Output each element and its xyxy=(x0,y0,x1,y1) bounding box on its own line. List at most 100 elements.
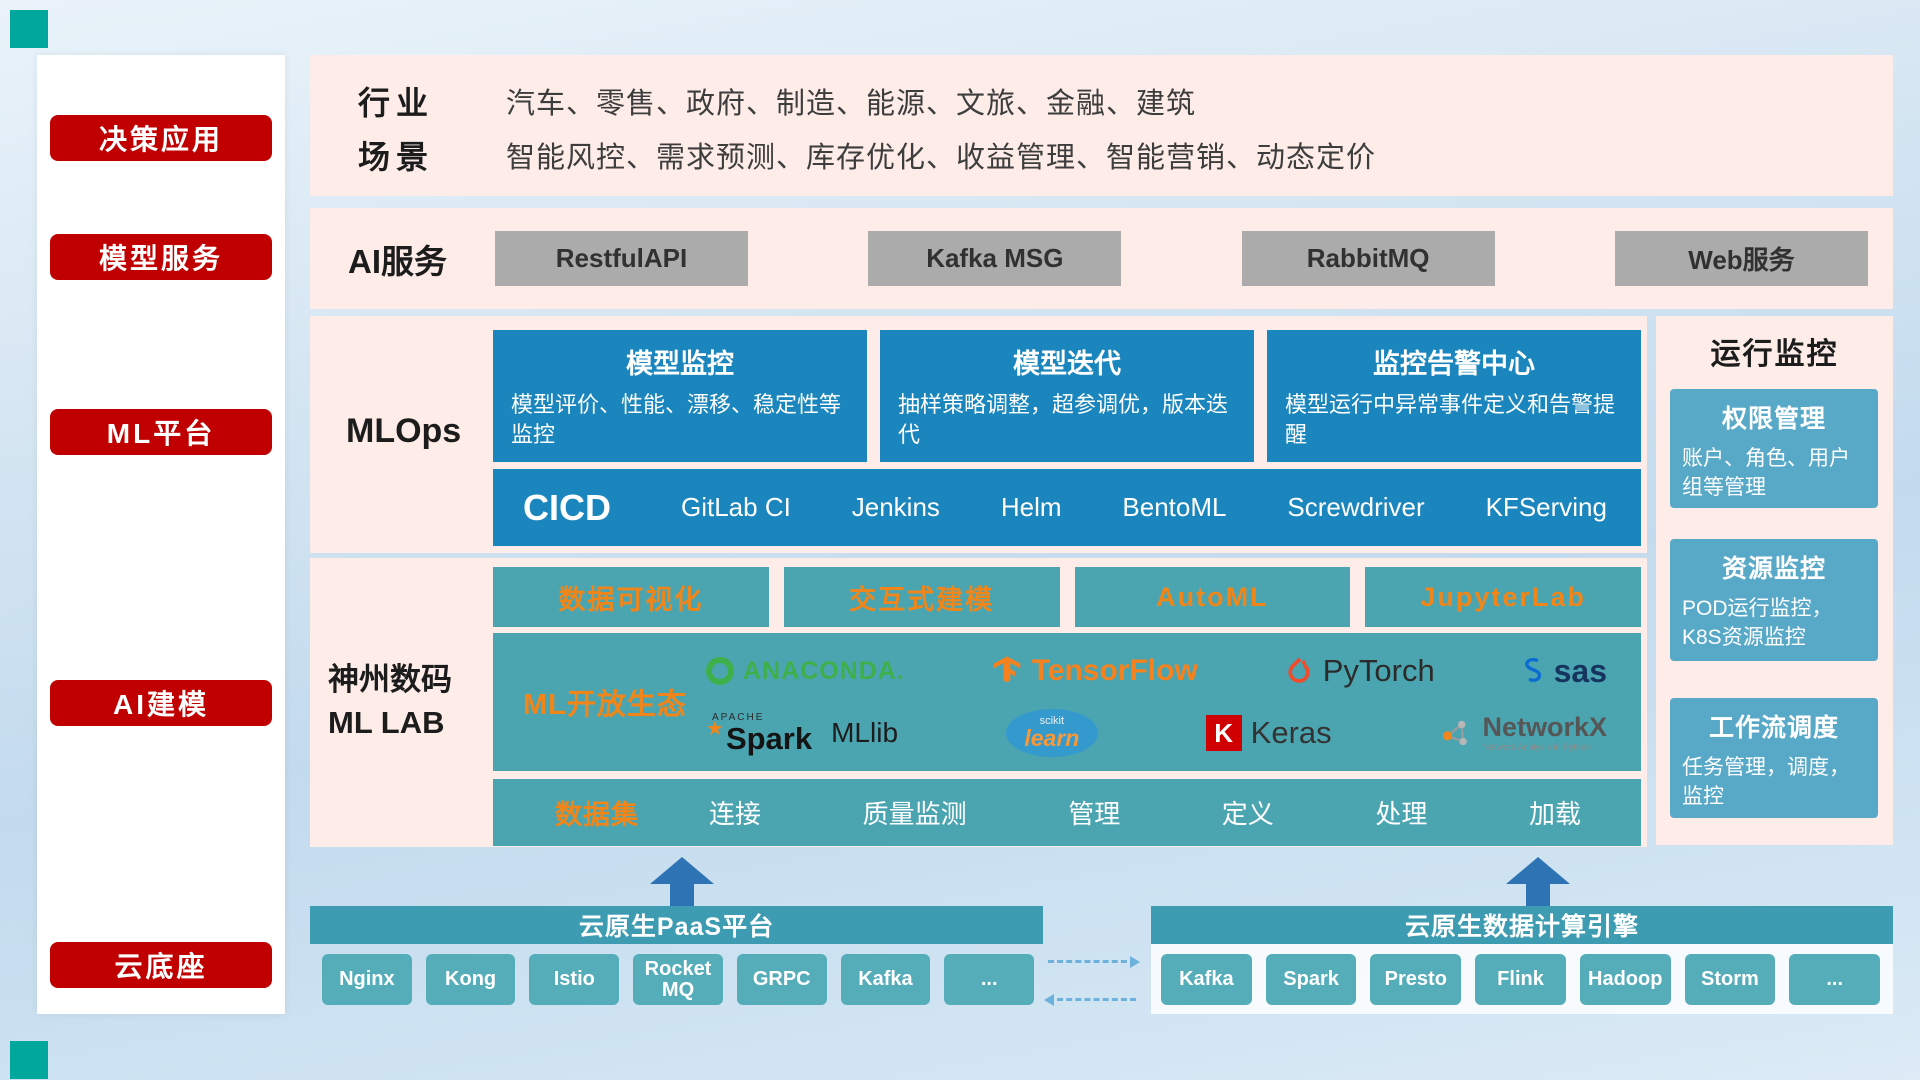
dataset-bar: 数据集 连接 质量监测 管理 定义 处理 加载 xyxy=(493,779,1641,846)
ai-service-kafka-msg: Kafka MSG xyxy=(868,231,1122,286)
engine-chip-spark: Spark xyxy=(1265,954,1357,1005)
card-desc: 任务管理，调度，监控 xyxy=(1682,756,1850,809)
dataset-item-manage: 管理 xyxy=(1068,799,1121,829)
dataset-item-quality: 质量监测 xyxy=(862,799,967,829)
mllab-label: 神州数码 ML LAB xyxy=(328,658,452,745)
dashed-arrow-right xyxy=(1048,956,1140,968)
keras-icon: K xyxy=(1205,715,1242,751)
card-title: 模型迭代 xyxy=(1013,349,1121,379)
learn-label: learn xyxy=(1024,725,1080,751)
cicd-bar: CICD GitLab CI Jenkins Helm BentoML Scre… xyxy=(493,469,1641,546)
ml-ecosystem-box: ML开放生态 ANACONDA. TensorF xyxy=(493,633,1641,771)
tool-interactive-modeling: 交互式建模 xyxy=(783,567,1060,627)
sas-logo: sas xyxy=(1521,653,1607,690)
anaconda-wordmark: ANACONDA. xyxy=(743,656,905,685)
networkx-subtitle: Network Analysis in Python xyxy=(1482,741,1592,752)
keras-wordmark: Keras xyxy=(1250,715,1332,750)
engine-chip-flink: Flink xyxy=(1475,954,1566,1005)
tool-jupyterlab: JupyterLab xyxy=(1365,567,1641,627)
dashed-arrowhead-left-icon xyxy=(1044,994,1054,1006)
paas-chip-istio: Istio xyxy=(529,954,620,1005)
monitor-card-resources: 资源监控 POD运行监控，K8S资源监控 xyxy=(1670,539,1878,661)
card-title: 资源监控 xyxy=(1721,555,1826,583)
paas-chip-grpc: GRPC xyxy=(736,954,827,1005)
runtime-monitoring-title: 运行监控 xyxy=(1710,338,1839,371)
scenario-label: 场景 xyxy=(358,139,435,175)
ecosystem-row-2: APACHE ★ Spark MLlib scikit learn xyxy=(698,705,1615,761)
industry-scenario-panel: 行业 汽车、零售、政府、制造、能源、文旅、金融、建筑 场景 智能风控、需求预测、… xyxy=(310,55,1893,196)
mllab-label-line1: 神州数码 xyxy=(328,662,452,697)
category-model-service: 模型服务 xyxy=(50,234,272,280)
card-desc: POD运行监控，K8S资源监控 xyxy=(1682,597,1833,650)
arrow-stem xyxy=(670,884,694,906)
card-desc: 抽样策略调整，超参调优，版本迭代 xyxy=(898,392,1229,447)
card-title: 工作流调度 xyxy=(1708,714,1839,742)
mlops-card-alert-center: 监控告警中心 模型运行中异常事件定义和告警提醒 xyxy=(1267,330,1641,462)
mllib-label: MLlib xyxy=(831,717,899,748)
mlops-label: MLOps xyxy=(346,412,462,450)
spark-mllib-logo: APACHE ★ Spark MLlib xyxy=(706,711,899,756)
dashed-arrowhead-right-icon xyxy=(1130,956,1140,968)
ml-ecosystem-label: ML开放生态 xyxy=(523,689,687,721)
tool-automl: AutoML xyxy=(1074,567,1351,627)
engine-chip-more: ... xyxy=(1789,954,1881,1005)
dataset-label: 数据集 xyxy=(555,800,639,830)
tool-data-visualization: 数据可视化 xyxy=(493,567,769,627)
pytorch-wordmark: PyTorch xyxy=(1322,653,1435,688)
ai-service-web: Web服务 xyxy=(1614,231,1868,286)
card-desc: 账户、角色、用户组等管理 xyxy=(1682,447,1850,500)
engine-chip-kafka: Kafka xyxy=(1161,954,1252,1005)
industry-list: 汽车、零售、政府、制造、能源、文旅、金融、建筑 xyxy=(506,88,1197,120)
cicd-item-screwdriver: Screwdriver xyxy=(1287,492,1425,522)
tensorflow-icon xyxy=(993,656,1021,683)
dataset-item-load: 加载 xyxy=(1528,799,1581,829)
category-decision-apps: 决策应用 xyxy=(50,115,272,161)
scikit-learn-icon: scikit learn xyxy=(1005,709,1098,757)
up-arrow-engine xyxy=(1506,857,1570,906)
mlops-card-model-iteration: 模型迭代 抽样策略调整，超参调优，版本迭代 xyxy=(880,330,1254,462)
cicd-item-jenkins: Jenkins xyxy=(851,492,940,522)
category-cloud-base: 云底座 xyxy=(50,942,272,988)
ml-ecosystem-logos: ANACONDA. TensorFlow xyxy=(698,643,1615,761)
anaconda-logo: ANACONDA. xyxy=(706,657,905,686)
corner-accent-bottom-icon xyxy=(10,1041,48,1079)
ecosystem-row-1: ANACONDA. TensorFlow xyxy=(698,643,1615,699)
ai-service-panel: AI服务 RestfulAPI Kafka MSG RabbitMQ Web服务 xyxy=(310,208,1893,309)
mlops-cards: 模型监控 模型评价、性能、漂移、稳定性等监控 模型迭代 抽样策略调整，超参调优，… xyxy=(493,330,1641,462)
ai-service-label: AI服务 xyxy=(348,242,447,280)
paas-chip-more: ... xyxy=(944,954,1035,1005)
paas-chip-kafka: Kafka xyxy=(840,954,931,1005)
mllab-panel: 神州数码 ML LAB 数据可视化 交互式建模 AutoML JupyterLa… xyxy=(310,558,1647,847)
mllab-tools: 数据可视化 交互式建模 AutoML JupyterLab xyxy=(493,567,1641,627)
dashed-arrow-left xyxy=(1044,994,1136,1006)
industry-row: 行业 汽车、零售、政府、制造、能源、文旅、金融、建筑 xyxy=(358,74,1863,128)
spark-wordmark: ★ Spark xyxy=(706,719,813,756)
scenario-row: 场景 智能风控、需求预测、库存优化、收益管理、智能营销、动态定价 xyxy=(358,128,1863,182)
tensorflow-logo: TensorFlow xyxy=(991,654,1198,688)
cicd-items: GitLab CI Jenkins Helm BentoML Screwdriv… xyxy=(681,492,1607,523)
spark-text: Spark xyxy=(725,720,813,756)
networkx-wordmark-stack: NetworkX Network Analysis in Python xyxy=(1482,713,1607,753)
dataset-item-define: 定义 xyxy=(1221,799,1274,829)
category-ml-platform: ML平台 xyxy=(50,409,272,455)
card-desc: 模型运行中异常事件定义和告警提醒 xyxy=(1285,392,1616,447)
runtime-monitoring-panel: 运行监控 权限管理 账户、角色、用户组等管理 资源监控 POD运行监控，K8S资… xyxy=(1656,316,1893,845)
cicd-item-helm: Helm xyxy=(1000,492,1062,522)
ai-service-buttons: RestfulAPI Kafka MSG RabbitMQ Web服务 xyxy=(495,231,1868,286)
engine-chip-hadoop: Hadoop xyxy=(1579,954,1671,1005)
dataset-item-connect: 连接 xyxy=(709,799,762,829)
arrow-head xyxy=(1506,857,1570,884)
data-engine-header: 云原生数据计算引擎 xyxy=(1151,906,1893,944)
paas-chip-row: Nginx Kong Istio RocketMQ GRPC Kafka ... xyxy=(322,954,1035,1005)
pytorch-icon xyxy=(1288,658,1310,683)
engine-chip-storm: Storm xyxy=(1684,954,1776,1005)
networkx-icon xyxy=(1443,720,1468,746)
networkx-wordmark: NetworkX xyxy=(1482,712,1607,743)
sas-icon xyxy=(1524,658,1541,682)
up-arrow-paas xyxy=(650,857,714,906)
ai-service-restfulapi: RestfulAPI xyxy=(495,231,748,286)
apache-label: APACHE xyxy=(712,711,765,723)
card-title: 模型监控 xyxy=(626,349,734,379)
arrow-head xyxy=(650,857,714,884)
engine-chip-row: Kafka Spark Presto Flink Hadoop Storm ..… xyxy=(1161,954,1881,1005)
